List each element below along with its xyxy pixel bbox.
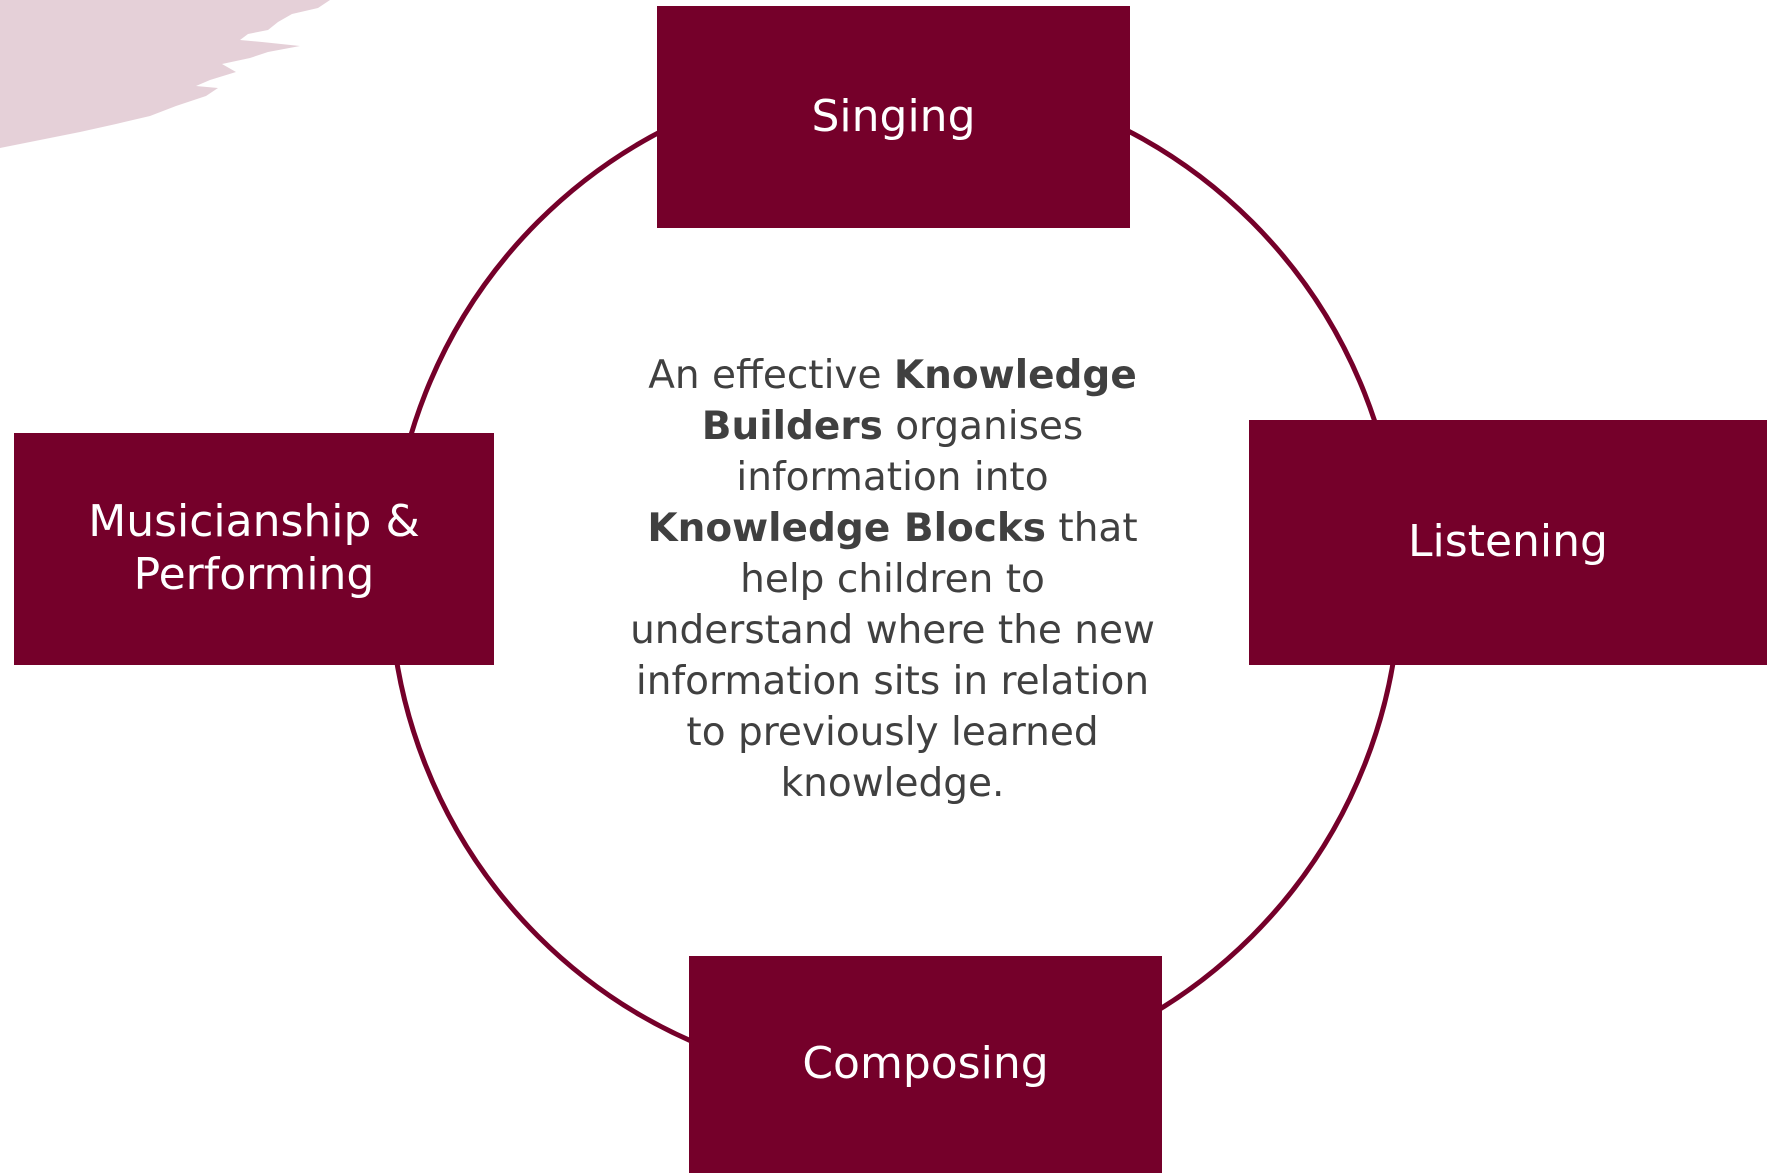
node-listening: Listening <box>1249 420 1767 665</box>
center-text-part-1: An effective <box>648 353 894 398</box>
node-listening-label: Listening <box>1408 516 1608 568</box>
center-text-part-2: organises information into <box>736 404 1084 500</box>
node-composing: Composing <box>689 956 1162 1173</box>
brush-stroke-decoration <box>0 0 330 148</box>
node-musicianship-label: Musicianship & Performing <box>88 496 420 600</box>
node-composing-label: Composing <box>802 1038 1049 1090</box>
center-text-bold-knowledge-blocks: Knowledge Blocks <box>647 506 1047 551</box>
node-singing-label: Singing <box>811 90 976 142</box>
center-text-bold-knowledge-builders: Knowledge Builders <box>701 353 1137 449</box>
node-musicianship-performing: Musicianship & Performing <box>14 433 494 665</box>
center-description: An effective Knowledge Builders organise… <box>625 350 1160 809</box>
node-singing: Singing <box>657 6 1130 228</box>
center-text-part-3: that help children to understand where t… <box>630 506 1155 806</box>
